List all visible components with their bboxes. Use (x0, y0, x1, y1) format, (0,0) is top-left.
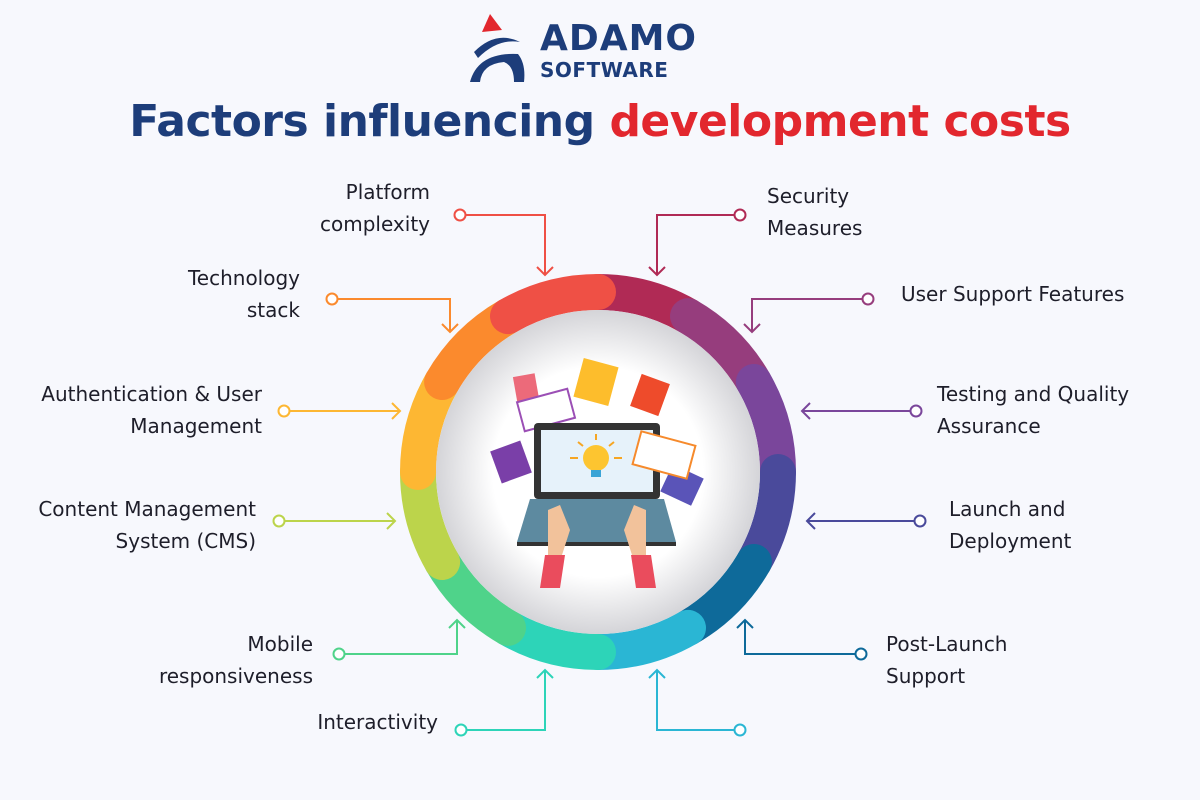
connector-line (332, 298, 451, 332)
connector-dot-icon (325, 292, 339, 306)
arrow-right-icon (391, 402, 402, 420)
arrow-up-icon (736, 618, 754, 629)
logo-text-adamo: ADAMO (540, 18, 698, 59)
arrow-right-icon (386, 512, 397, 530)
connector-line (656, 670, 740, 731)
logo-text-software: SOFTWARE (540, 58, 669, 82)
connector-dot-icon (733, 208, 747, 222)
color-ring (400, 274, 796, 670)
ring-segment (490, 274, 616, 335)
connector-dot-icon (272, 514, 286, 528)
connector-dot-icon (913, 514, 927, 528)
connector-dot-icon (861, 292, 875, 306)
connector-line (656, 214, 740, 275)
label-launch-deployment: Launch and Deployment (949, 497, 1072, 553)
connector-line (751, 298, 868, 332)
connector-dot-icon (454, 723, 468, 737)
connector-line (744, 620, 861, 655)
arrow-left-icon (800, 402, 811, 420)
logo-mark-icon (470, 14, 525, 82)
connectors (272, 208, 927, 737)
label-interactivity: Interactivity (317, 710, 438, 734)
connector-dot-icon (733, 723, 747, 737)
label-technology-stack: Technology stack (187, 266, 300, 322)
connector-dot-icon (332, 647, 346, 661)
connector-dot-icon (909, 404, 923, 418)
adamo-logo: ADAMO SOFTWARE (468, 12, 718, 84)
arrow-left-icon (805, 512, 816, 530)
connector-line (460, 214, 546, 275)
label-post-launch-support: Post-Launch Support (886, 632, 1008, 688)
label-cms: Content Management System (CMS) (38, 497, 256, 553)
label-platform-complexity: Platform complexity (320, 180, 430, 236)
connector-line (461, 670, 546, 731)
label-security-measures: Security Measures (767, 184, 863, 240)
arrow-up-icon (648, 668, 666, 679)
label-testing-qa: Testing and Quality Assurance (937, 382, 1130, 438)
title-part2: development costs (609, 96, 1071, 147)
connector-line (339, 620, 458, 655)
connector-dot-icon (277, 404, 291, 418)
arrow-down-icon (743, 323, 761, 334)
page-title: Factors influencing development costs (0, 96, 1200, 147)
label-mobile-responsiveness: Mobile responsiveness (158, 632, 313, 688)
label-authentication: Authentication & User Management (41, 382, 262, 438)
label-user-support-features: User Support Features (901, 282, 1125, 306)
title-part1: Factors influencing (129, 96, 595, 147)
arrow-down-icon (536, 266, 554, 277)
arrow-down-icon (648, 266, 666, 277)
arrow-up-icon (448, 618, 466, 629)
arrow-down-icon (441, 323, 459, 334)
arrow-up-icon (536, 668, 554, 679)
connector-dot-icon (854, 647, 868, 661)
connector-dot-icon (453, 208, 467, 222)
laptop-illustration-icon (490, 358, 704, 588)
